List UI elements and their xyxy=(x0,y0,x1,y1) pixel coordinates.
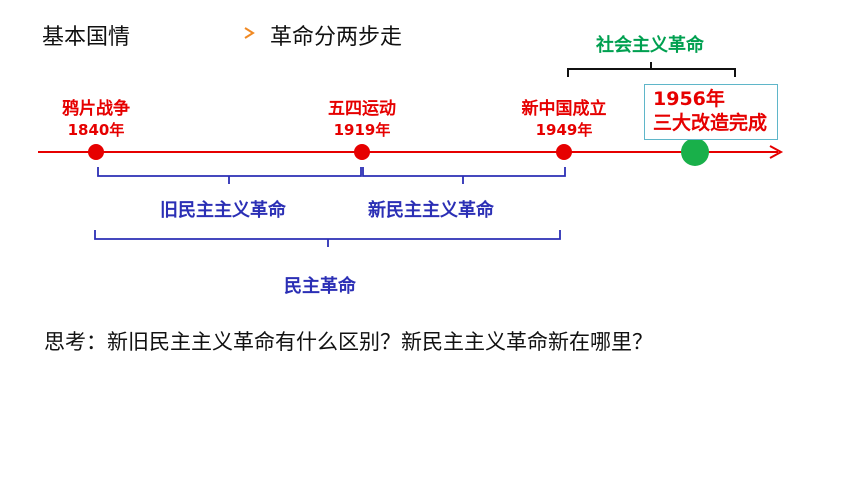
header-basic-conditions: 基本国情 xyxy=(42,25,131,50)
label-democratic-revolution: 民主革命 xyxy=(284,276,356,297)
label-socialist-revolution: 社会主义革命 xyxy=(596,35,704,56)
header-arrow xyxy=(166,27,255,39)
marker-1956 xyxy=(681,138,709,166)
bracket-democratic xyxy=(94,230,561,247)
highlight-name: 三大改造完成 xyxy=(653,112,768,134)
bracket-old-democratic xyxy=(97,167,362,184)
discussion-question: 思考：新旧民主主义革命有什么区别？新民主主义革命新在哪里？ xyxy=(44,330,653,354)
header-two-step-revolution: 革命分两步走 xyxy=(270,25,403,50)
event-prc-founding-year: 1949年 xyxy=(535,121,593,139)
event-opium-war-name: 鸦片战争 xyxy=(62,99,130,119)
event-may-fourth: 五四运动 1919年 xyxy=(314,99,410,141)
highlight-year: 1956年 xyxy=(653,88,725,110)
marker-1949 xyxy=(556,144,572,160)
label-old-democratic-revolution: 旧民主主义革命 xyxy=(160,200,286,221)
event-may-fourth-year: 1919年 xyxy=(333,121,391,139)
event-prc-founding: 新中国成立 1949年 xyxy=(504,99,624,141)
event-opium-war-year: 1840年 xyxy=(67,121,125,139)
highlight-1956-box: 1956年 三大改造完成 xyxy=(644,84,779,140)
event-may-fourth-name: 五四运动 xyxy=(328,99,396,119)
event-prc-founding-name: 新中国成立 xyxy=(521,99,607,119)
label-new-democratic-revolution: 新民主主义革命 xyxy=(368,200,494,221)
marker-1919 xyxy=(354,144,370,160)
marker-1840 xyxy=(88,144,104,160)
timeline-axis xyxy=(38,145,784,159)
bracket-new-democratic xyxy=(362,167,566,184)
event-opium-war: 鸦片战争 1840年 xyxy=(48,99,144,141)
bracket-socialist xyxy=(567,62,736,77)
